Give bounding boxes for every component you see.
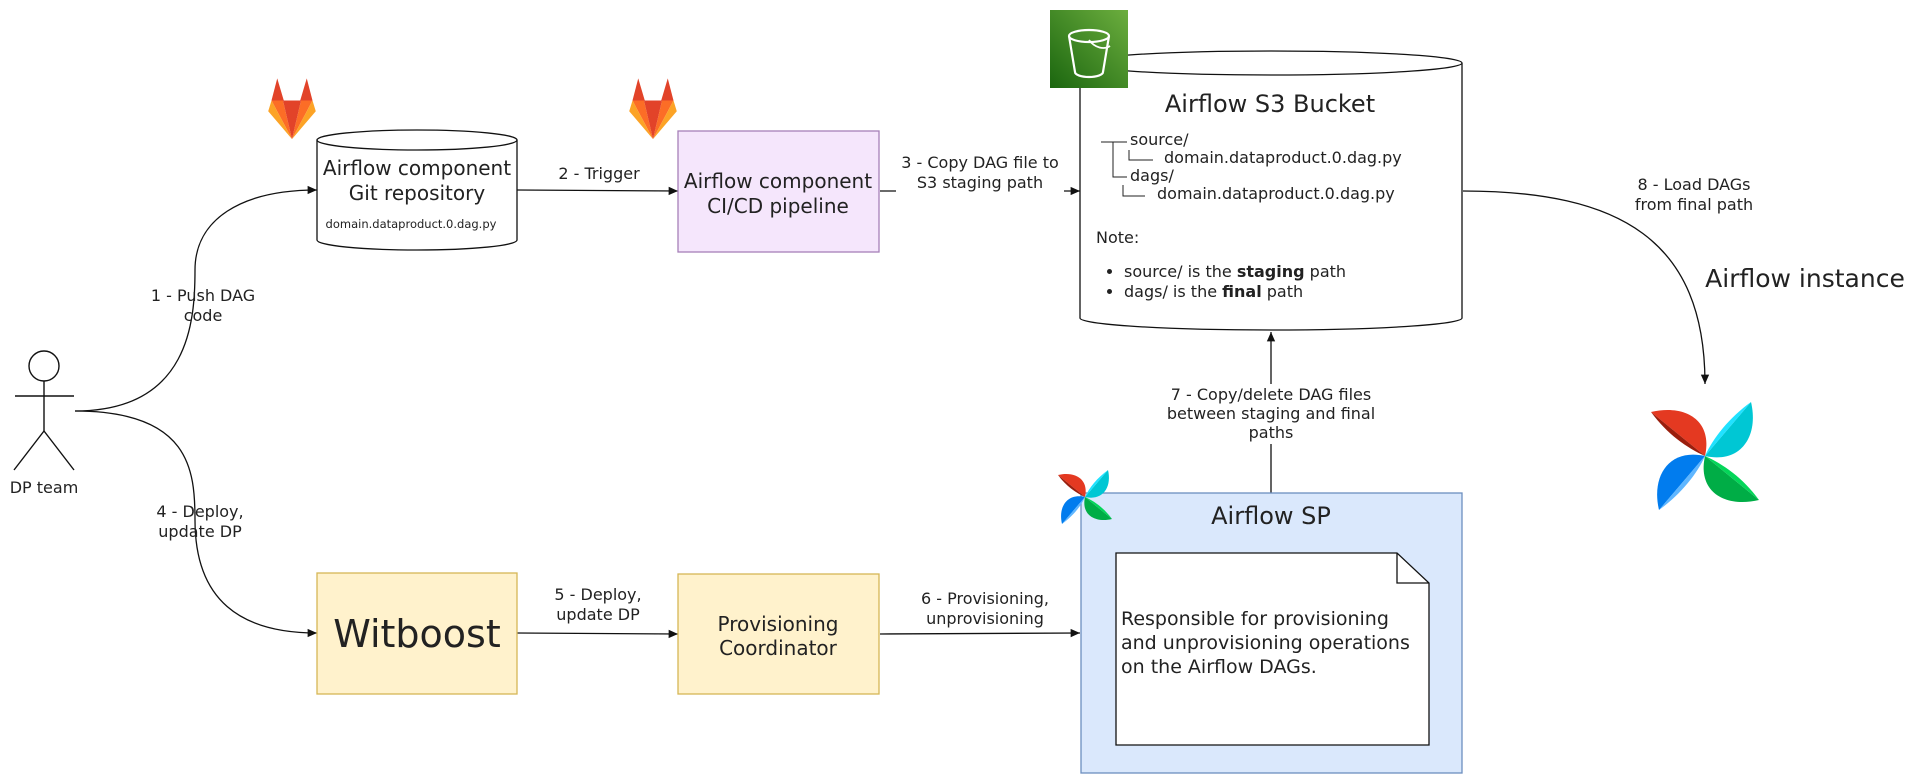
s3-bucket-title: Airflow S3 Bucket [1165,90,1375,118]
edge-label-copy-delete: 7 - Copy/delete DAG files between stagin… [1140,384,1402,444]
edge-label-line: 4 - Deploy, [156,502,243,521]
edge-witboost-coordinator [516,629,679,639]
edge-label-line: S3 staging path [917,173,1043,192]
airflow-sp-description: Responsible for provisioning and unprovi… [1121,608,1410,678]
edge-label-deploy-update: 4 - Deploy, update DP [156,502,243,541]
provisioning-coordinator-title-line2: Coordinator [719,636,838,660]
edge-label-copy-dag: 3 - Copy DAG file to S3 staging path [896,150,1064,194]
edge-label-line: 7 - Copy/delete DAG files [1171,385,1371,404]
s3-note-item: source/ is the staging path [1124,262,1446,282]
edge-label-line: update DP [556,605,640,624]
dp-team-label: DP team [10,478,79,497]
cicd-pipeline-node: Airflow component CI/CD pipeline [677,130,880,253]
edge-label-line: paths [1249,423,1294,442]
edge-label-line: code [184,306,223,325]
s3-tree-item: domain.dataproduct.0.dag.py [1157,184,1395,203]
s3-note-item: dags/ is the final path [1124,282,1446,302]
provisioning-coordinator-title-line1: Provisioning [718,612,839,636]
witboost-node: Witboost [316,572,518,695]
edge-load-dags [1462,190,1710,385]
gitlab-icon [629,78,677,140]
edge-label-line: update DP [158,522,242,541]
git-repository-file: domain.dataproduct.0.dag.py [326,217,497,231]
s3-tree-item: source/ [1130,130,1189,149]
edge-label-line: unprovisioning [926,609,1044,628]
edge-label-line: 6 - Provisioning, [921,589,1049,608]
airflow-sp-title: Airflow SP [1211,502,1331,530]
edge-label-line: 3 - Copy DAG file to [901,153,1059,172]
edge-label-load-dags: 8 - Load DAGs from final path [1635,175,1753,214]
airflow-pinwheel-icon [1651,402,1759,510]
s3-note-list: source/ is the staging path dags/ is the… [1102,262,1446,302]
edge-label-line: between staging and final [1167,404,1375,423]
s3-tree-lines [1101,141,1153,197]
edge-trigger [516,186,679,196]
s3-bucket-icon [1050,10,1128,88]
git-repository-title-line1: Airflow component [323,156,511,180]
edge-label-push-dag: 1 - Push DAG code [151,286,255,325]
s3-tree-item: domain.dataproduct.0.dag.py [1164,148,1402,167]
edge-label-provisioning: 6 - Provisioning, unprovisioning [921,589,1049,628]
cicd-pipeline-title-line2: CI/CD pipeline [707,194,849,218]
gitlab-icon [268,78,316,140]
witboost-title: Witboost [333,612,501,656]
edge-label-line: 5 - Deploy, [554,585,641,604]
s3-note: Note: source/ is the staging path dags/ … [1096,228,1446,302]
airflow-sp-note-shape [1115,552,1430,746]
s3-bucket-node: Airflow S3 Bucket [1079,50,1463,331]
edge-label-line: 8 - Load DAGs [1637,175,1750,194]
git-repository-title-line2: Git repository [349,181,486,205]
dp-team-actor [13,350,75,471]
airflow-pinwheel-icon [1058,470,1112,524]
edge-push-dag [74,185,318,412]
git-repository-node: Airflow component Git repository domain.… [316,129,518,251]
provisioning-coordinator-node: Provisioning Coordinator [677,573,880,695]
edge-label-line: 1 - Push DAG [151,286,255,305]
edge-label-line: from final path [1635,195,1753,214]
airflow-sp-node: Airflow SP [1080,492,1463,774]
edge-provisioning [879,628,1081,638]
edge-deploy-update [74,410,318,638]
edge-label-trigger: 2 - Trigger [558,164,640,183]
s3-note-title: Note: [1096,228,1140,247]
s3-tree: source/ domain.dataproduct.0.dag.py dags… [1130,131,1460,203]
airflow-instance-title: Airflow instance [1705,264,1905,293]
edge-label-line: 2 - Trigger [558,164,640,183]
edge-label-witboost-coordinator: 5 - Deploy, update DP [554,585,641,624]
cicd-pipeline-title-line1: Airflow component [684,169,872,193]
s3-tree-item: dags/ [1130,166,1174,185]
